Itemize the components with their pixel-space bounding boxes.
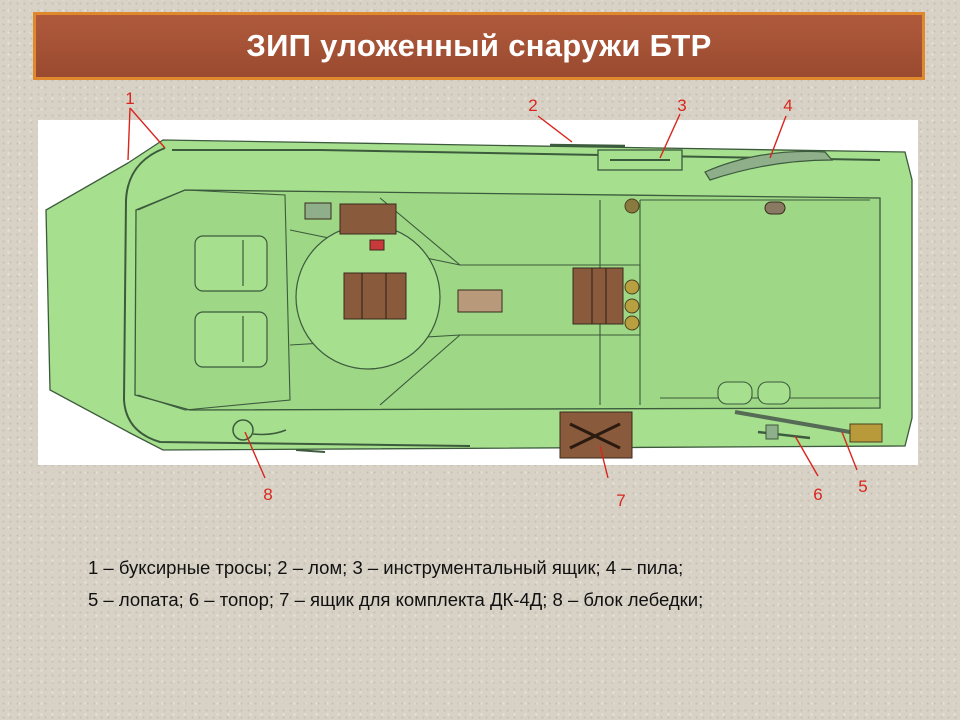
tow-cables	[122, 147, 881, 447]
callout-1: 1	[125, 89, 134, 108]
slide-title: ЗИП уложенный снаружи БТР	[246, 28, 712, 63]
callout-8: 8	[263, 485, 272, 504]
callout-2: 2	[528, 96, 537, 115]
red-marker	[369, 239, 385, 251]
legend: 1 – буксирные тросы; 2 – лом; 3 – инстру…	[88, 552, 908, 616]
small-crate	[457, 289, 503, 313]
port-cover	[764, 201, 786, 215]
legend-line-2: 5 – лопата; 6 – топор; 7 – ящик для комп…	[88, 589, 704, 610]
dk4d-box	[559, 411, 633, 459]
shovel	[734, 410, 883, 443]
crate-straps	[361, 268, 607, 324]
callout-7: 7	[616, 491, 625, 510]
canisters	[624, 198, 640, 331]
legend-line-1: 1 – буксирные тросы; 2 – лом; 3 – инстру…	[88, 557, 684, 578]
saw	[704, 150, 834, 181]
winch-block	[232, 419, 326, 453]
callout-leaders	[127, 107, 858, 479]
hatch-left-top	[194, 235, 268, 292]
rear-lights	[717, 381, 791, 405]
upper-crate	[339, 203, 397, 235]
callout-3: 3	[677, 96, 686, 115]
callout-6: 6	[813, 485, 822, 504]
crates	[304, 201, 786, 325]
axe	[757, 424, 811, 440]
title-banner: ЗИП уложенный снаружи БТР	[33, 12, 925, 80]
callout-4: 4	[783, 96, 792, 115]
turret-crate	[343, 272, 407, 320]
driver-hatches	[194, 235, 268, 368]
clamp-block	[304, 202, 332, 220]
center-crate	[572, 267, 624, 325]
crowbar	[549, 143, 626, 148]
hatch-left-bottom	[194, 311, 268, 368]
callout-5: 5	[858, 477, 867, 496]
hull-deck	[134, 189, 881, 411]
